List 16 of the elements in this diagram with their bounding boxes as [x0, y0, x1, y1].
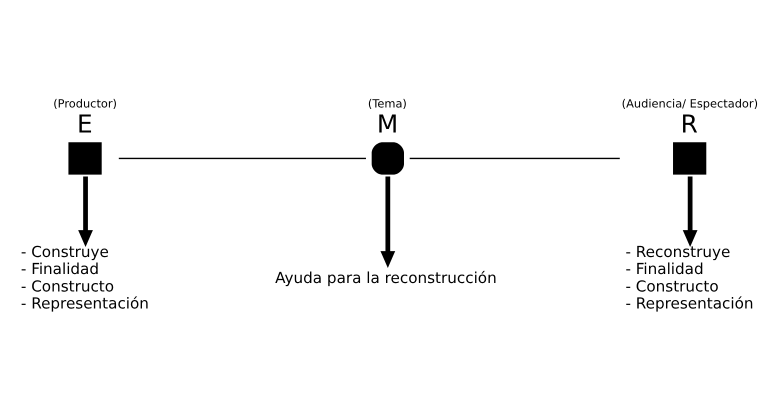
- arrow: [380, 176, 396, 268]
- node-text: Ayuda para la reconstrucción: [275, 268, 497, 286]
- node-label: (Productor): [53, 96, 118, 110]
- arrow: [682, 176, 698, 246]
- node-label: R: [680, 109, 698, 138]
- node-label: E: [76, 109, 93, 138]
- node-label: (Tema): [368, 96, 407, 110]
- connector: [410, 157, 620, 159]
- node-box: [68, 142, 102, 174]
- node-text: - Reconstruye - Finalidad - Constructo - Representación: [625, 242, 754, 312]
- node-text: - Construye - Finalidad - Constructo - Representación: [20, 242, 149, 312]
- connector: [118, 157, 366, 159]
- node-label: M: [376, 109, 398, 138]
- node-box: [673, 142, 706, 174]
- node-label: (Audiencia/ Espectador): [622, 96, 758, 110]
- arrow: [78, 176, 93, 246]
